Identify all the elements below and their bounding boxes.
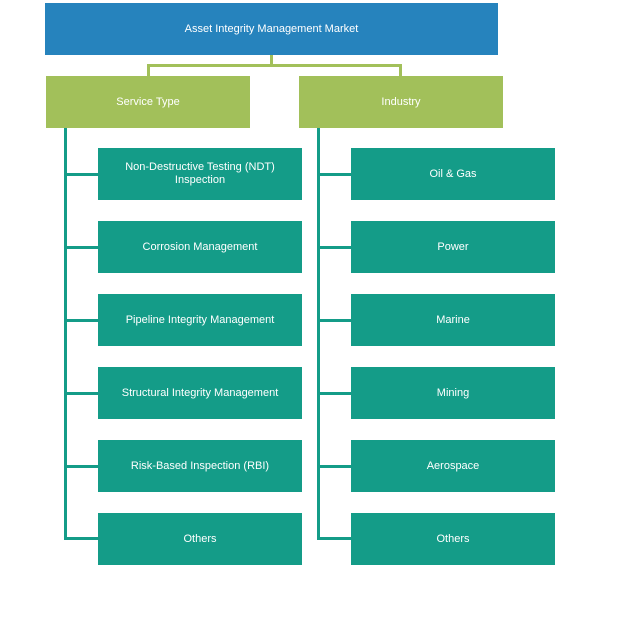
leaf-label: Pipeline Integrity Management (125, 313, 275, 326)
leaf-service-others: Others (98, 513, 302, 565)
root-connector-bar (147, 64, 402, 67)
category-industry-label: Industry (381, 95, 421, 108)
leaf-risk-based-inspection: Risk-Based Inspection (RBI) (98, 440, 302, 492)
service-type-branch-1 (64, 173, 98, 176)
industry-branch-4 (317, 392, 351, 395)
service-type-connector (147, 64, 150, 76)
industry-branch-5 (317, 465, 351, 468)
leaf-label: Mining (436, 386, 470, 399)
root-node: Asset Integrity Management Market (45, 3, 498, 55)
leaf-label: Non-Destructive Testing (NDT) Inspection (125, 161, 275, 186)
leaf-aerospace: Aerospace (351, 440, 555, 492)
leaf-label: Oil & Gas (429, 167, 477, 180)
leaf-label: Risk-Based Inspection (RBI) (130, 459, 270, 472)
leaf-power: Power (351, 221, 555, 273)
leaf-pipeline-integrity-management: Pipeline Integrity Management (98, 294, 302, 346)
leaf-label: Power (437, 240, 469, 253)
leaf-label: Others (183, 532, 217, 545)
leaf-label: Aerospace (426, 459, 480, 472)
leaf-ndt-inspection: Non-Destructive Testing (NDT) Inspection (98, 148, 302, 200)
leaf-structural-integrity-management: Structural Integrity Management (98, 367, 302, 419)
leaf-mining: Mining (351, 367, 555, 419)
leaf-marine: Marine (351, 294, 555, 346)
industry-branch-6 (317, 537, 351, 540)
industry-branch-1 (317, 173, 351, 176)
service-type-branch-4 (64, 392, 98, 395)
industry-spine (317, 128, 320, 540)
service-type-branch-6 (64, 537, 98, 540)
leaf-corrosion-management: Corrosion Management (98, 221, 302, 273)
industry-branch-2 (317, 246, 351, 249)
category-service-type-label: Service Type (116, 95, 180, 108)
service-type-branch-5 (64, 465, 98, 468)
industry-connector (399, 64, 402, 76)
leaf-industry-others: Others (351, 513, 555, 565)
category-industry: Industry (299, 76, 503, 128)
leaf-label: Marine (436, 313, 470, 326)
root-node-label: Asset Integrity Management Market (184, 22, 359, 35)
root-connector-stem (270, 55, 273, 65)
category-service-type: Service Type (46, 76, 250, 128)
service-type-branch-3 (64, 319, 98, 322)
industry-branch-3 (317, 319, 351, 322)
service-type-branch-2 (64, 246, 98, 249)
leaf-label: Corrosion Management (142, 240, 258, 253)
leaf-label: Others (436, 532, 470, 545)
service-type-spine (64, 128, 67, 540)
leaf-label: Structural Integrity Management (121, 386, 279, 399)
leaf-oil-gas: Oil & Gas (351, 148, 555, 200)
